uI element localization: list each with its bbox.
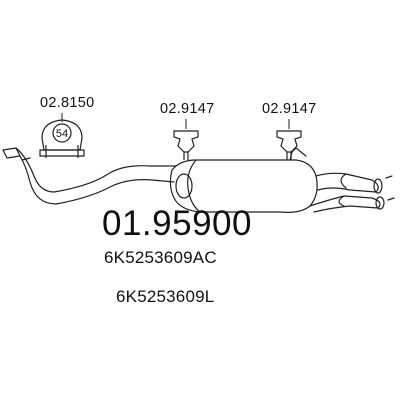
rubber-hanger-icon	[173, 130, 199, 160]
exhaust-silencer-drawing	[2, 147, 395, 213]
oem-number-2: 6K5253609L	[116, 287, 215, 306]
hanger-1-part-number: 02.9147	[160, 101, 215, 117]
clamp-icon	[39, 119, 85, 158]
clamp-size-label: 54	[56, 128, 68, 140]
oem-number-1: 6K5253609AC	[104, 248, 217, 267]
rubber-hanger-icon	[276, 130, 302, 160]
hanger-2-part-number: 02.9147	[262, 101, 317, 117]
clamp-part-number: 02.8150	[40, 95, 95, 111]
product-number: 01.95900	[102, 204, 252, 243]
